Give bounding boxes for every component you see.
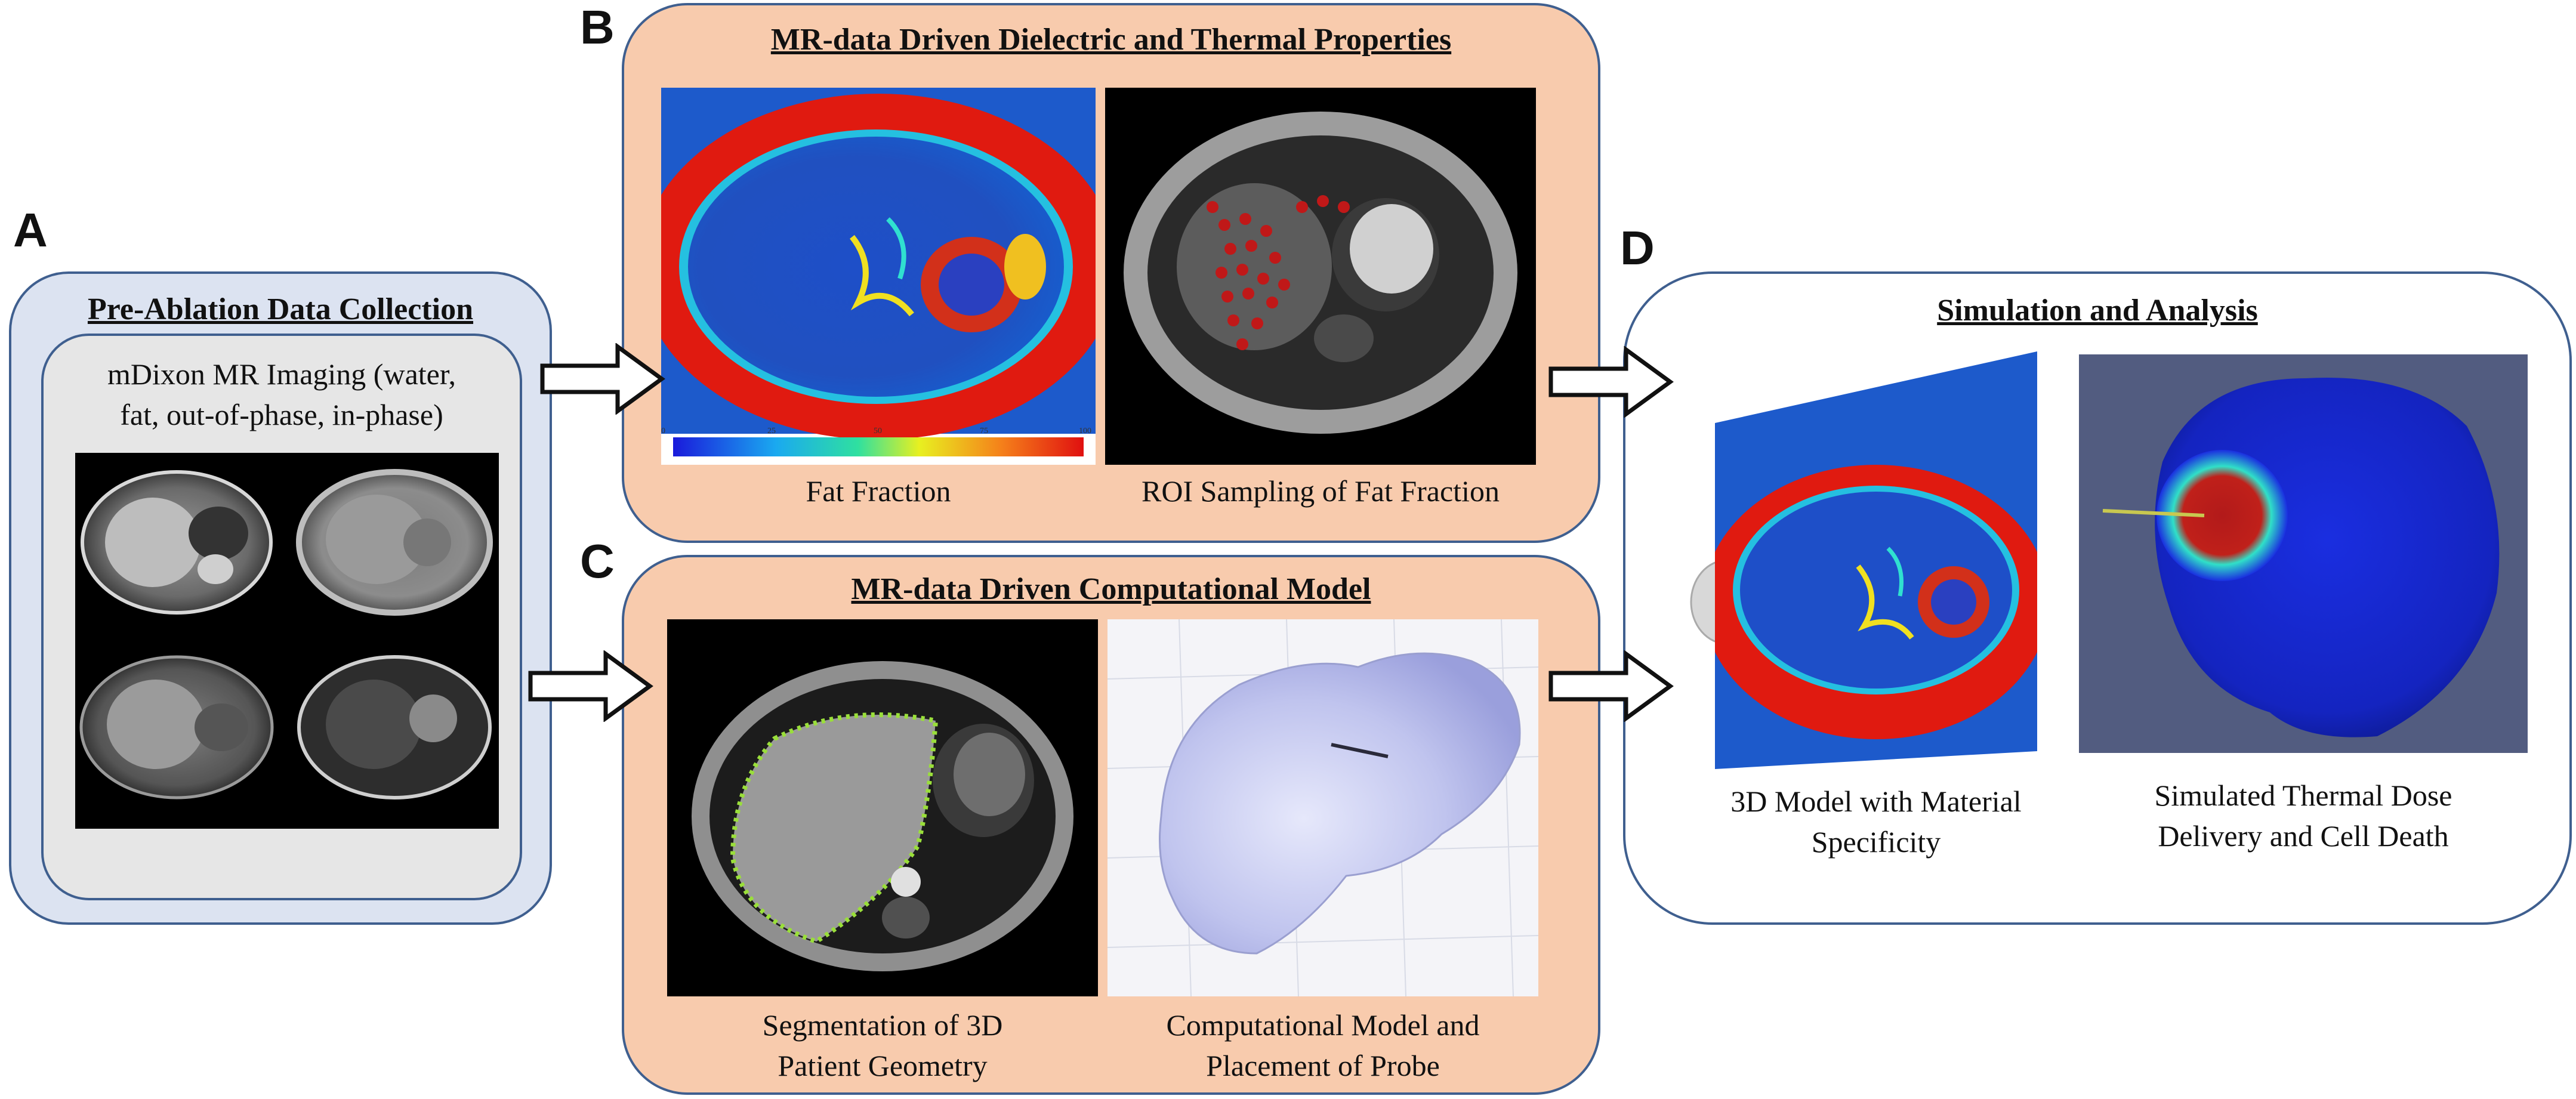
thermal-caption-line1: Simulated Thermal Dose bbox=[2154, 779, 2452, 812]
model-caption-line1: Computational Model and bbox=[1166, 1008, 1480, 1042]
arrow-b-to-d bbox=[1548, 346, 1674, 418]
panel-a: Pre-Ablation Data Collection mDixon MR I… bbox=[9, 271, 552, 925]
colorbar-tick-50: 50 bbox=[874, 427, 882, 436]
liver-contour bbox=[730, 712, 939, 944]
computational-model-image bbox=[1107, 619, 1538, 996]
arrow-c-to-d bbox=[1548, 650, 1674, 722]
arrow-a-to-b bbox=[540, 343, 665, 415]
fat-fraction-caption: Fat Fraction bbox=[806, 474, 951, 508]
panel-a-subtitle-line1: mDixon MR Imaging (water, bbox=[107, 357, 456, 391]
segmentation-caption-line2: Patient Geometry bbox=[778, 1049, 988, 1082]
roi-sampling-image bbox=[1105, 88, 1536, 465]
panel-a-inner: mDixon MR Imaging (water, fat, out-of-ph… bbox=[41, 334, 522, 900]
panel-d: Simulation and Analysis bbox=[1623, 271, 2572, 925]
colorbar-tick-100: 100 bbox=[1079, 427, 1091, 436]
mdixon-water-slice bbox=[81, 470, 273, 615]
panel-c: MR-data Driven Computational Model bbox=[622, 555, 1600, 1095]
panel-a-title: Pre-Ablation Data Collection bbox=[87, 292, 474, 326]
3d-model-caption-line1: 3D Model with Material bbox=[1730, 785, 2022, 818]
probe bbox=[1331, 743, 1389, 758]
mdixon-out-of-phase-slice bbox=[79, 655, 274, 799]
panel-a-subtitle-line2: fat, out-of-phase, in-phase) bbox=[120, 398, 443, 431]
label-a: A bbox=[13, 203, 48, 257]
mdixon-image-grid bbox=[75, 453, 499, 829]
arrow-a-to-c bbox=[528, 650, 653, 722]
colorbar-tick-25: 25 bbox=[767, 427, 776, 436]
colorbar-tick-0: 0 bbox=[661, 427, 665, 436]
probe-needle bbox=[2102, 509, 2205, 517]
roi-sampling-caption: ROI Sampling of Fat Fraction bbox=[1142, 474, 1500, 508]
thermal-caption-line2: Delivery and Cell Death bbox=[2158, 819, 2449, 853]
panel-d-title: Simulation and Analysis bbox=[1937, 294, 2258, 328]
3d-model-image bbox=[1685, 351, 2067, 769]
thermal-dose-image bbox=[2079, 354, 2528, 753]
model-caption-line2: Placement of Probe bbox=[1206, 1049, 1440, 1082]
fat-fraction-map: 0 25 50 75 100 bbox=[661, 88, 1096, 465]
mdixon-fat-slice bbox=[296, 469, 493, 616]
panel-b-title: MR-data Driven Dielectric and Thermal Pr… bbox=[770, 23, 1452, 57]
label-d: D bbox=[1620, 221, 1655, 274]
segmentation-image bbox=[667, 619, 1098, 996]
3d-model-caption-line2: Specificity bbox=[1811, 825, 1941, 859]
label-c: C bbox=[580, 535, 615, 588]
liver-model-surface bbox=[1159, 652, 1521, 955]
roi-markers bbox=[1207, 195, 1350, 350]
mdixon-in-phase-slice bbox=[297, 655, 492, 799]
panel-c-title: MR-data Driven Computational Model bbox=[851, 572, 1371, 606]
colorbar-tick-75: 75 bbox=[980, 427, 988, 436]
segmentation-caption-line1: Segmentation of 3D bbox=[762, 1008, 1003, 1042]
label-b: B bbox=[580, 1, 615, 54]
panel-b: MR-data Driven Dielectric and Thermal Pr… bbox=[622, 3, 1600, 543]
